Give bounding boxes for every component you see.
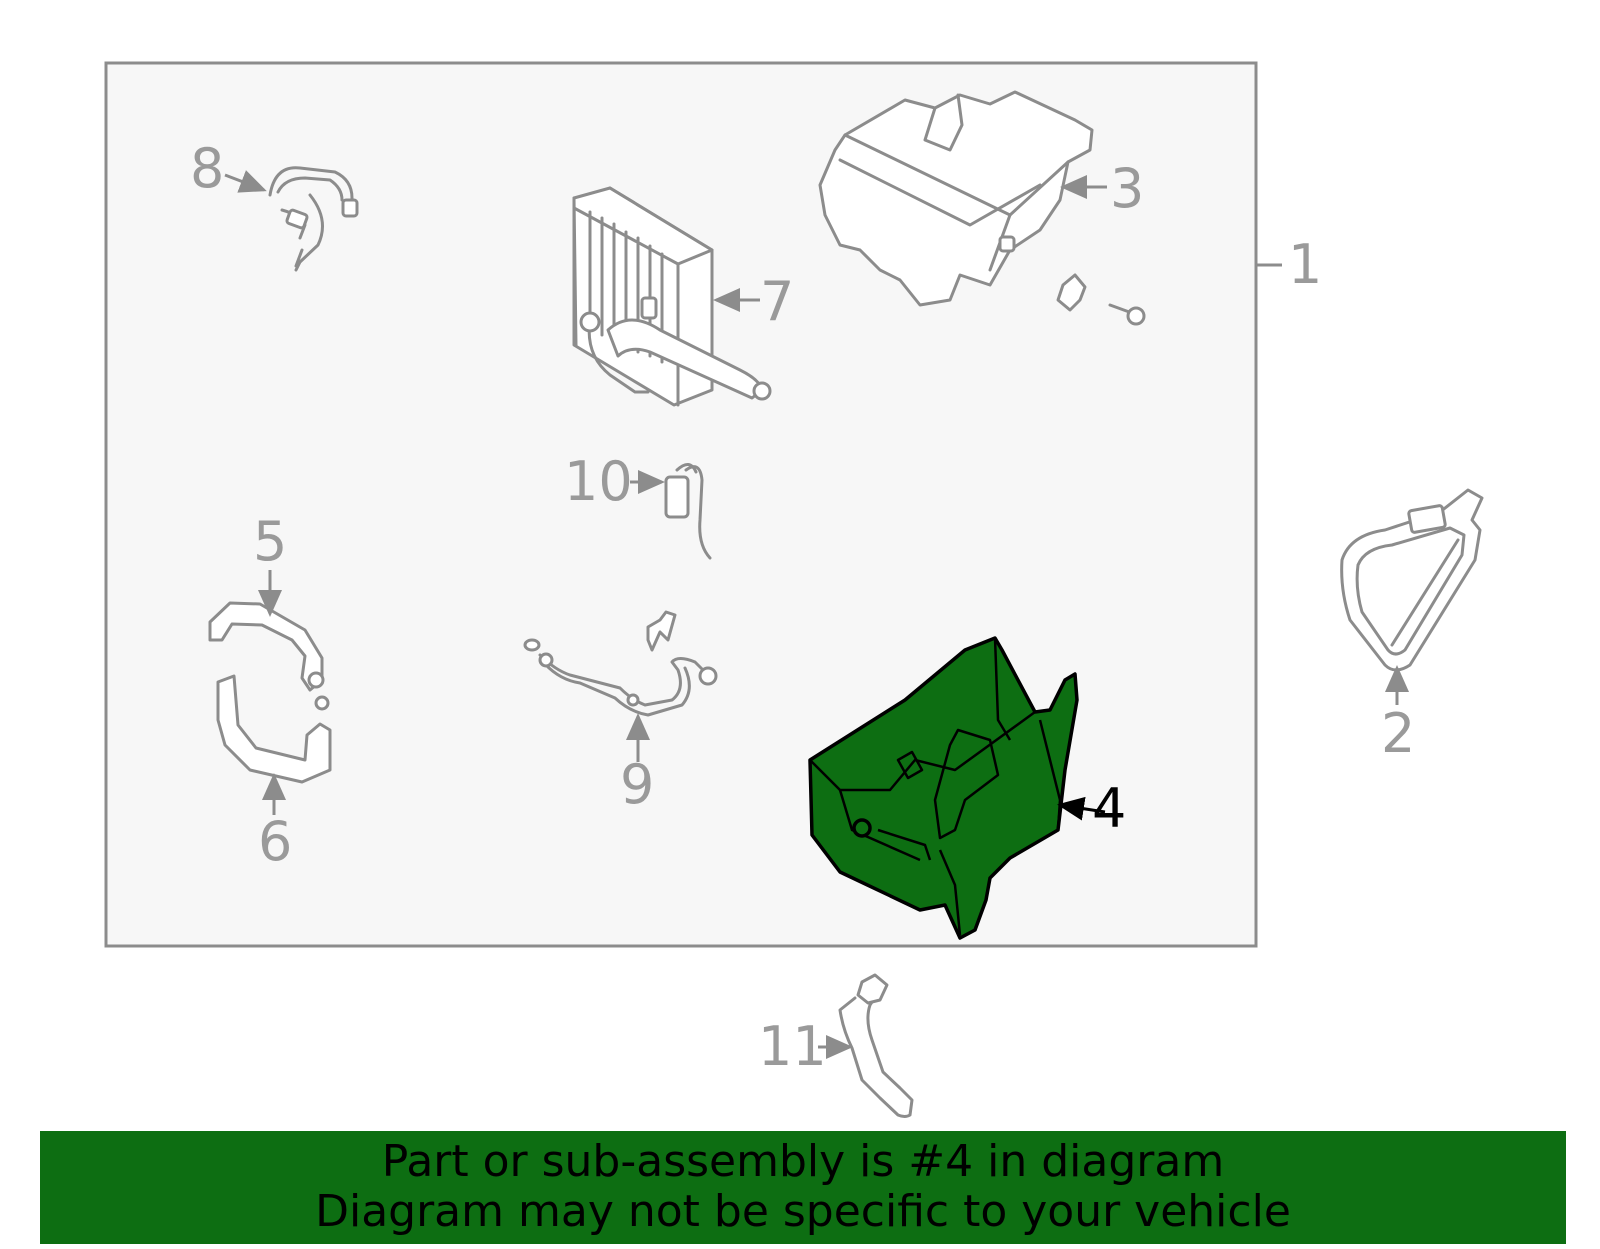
- part-11-drain-hose: [838, 973, 914, 1118]
- arrow-8: [224, 170, 267, 193]
- part-3-upper-case: [818, 90, 1094, 307]
- part-3-clips: [1056, 273, 1146, 326]
- callout-9: 9: [620, 753, 654, 816]
- callout-4: 4: [1092, 777, 1126, 840]
- callout-3: 3: [1110, 157, 1144, 220]
- info-banner: Part or sub-assembly is #4 in diagram Di…: [40, 1131, 1566, 1244]
- callout-7: 7: [760, 270, 794, 333]
- callout-5: 5: [253, 510, 287, 573]
- arrow-4: [1057, 796, 1106, 821]
- banner-line-1: Part or sub-assembly is #4 in diagram: [381, 1136, 1225, 1187]
- callout-6: 6: [258, 810, 292, 873]
- callout-11: 11: [758, 1015, 827, 1078]
- banner-line-2: Diagram may not be specific to your vehi…: [315, 1186, 1291, 1237]
- callout-2: 2: [1381, 702, 1415, 765]
- callout-8: 8: [190, 137, 224, 200]
- part-9-pipe: [523, 610, 718, 717]
- callout-10: 10: [564, 450, 633, 513]
- part-6-bracket: [216, 674, 332, 784]
- callout-1: 1: [1288, 233, 1322, 296]
- part-2-gasket: [1340, 488, 1484, 672]
- part-7-evaporator: [572, 186, 772, 407]
- part-8-harness: [268, 166, 359, 272]
- part-10-sensor: [664, 463, 712, 560]
